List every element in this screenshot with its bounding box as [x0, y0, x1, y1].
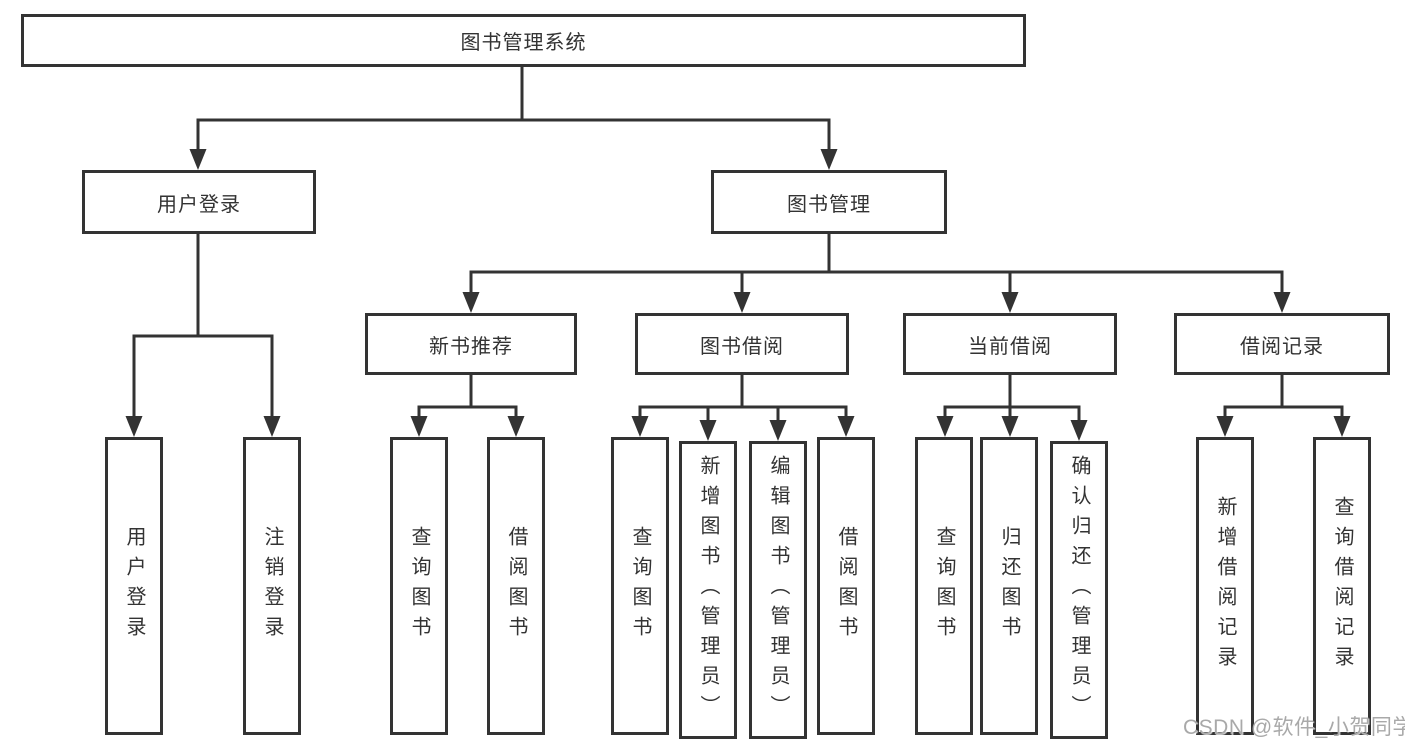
arrowhead-down-icon	[189, 149, 207, 170]
arrowhead-down-icon	[1070, 420, 1088, 441]
node-new-book-recommend: 新书推荐	[365, 313, 577, 375]
leaf-add-borrow-record: 新增借阅记录	[1196, 437, 1254, 735]
leaf-return-books-label: 归还图书	[998, 526, 1020, 646]
leaf-add-borrow-record-label: 新增借阅记录	[1214, 496, 1236, 676]
leaf-borrow-query-books: 查询图书	[611, 437, 669, 735]
csdn-watermark: CSDN @软件_小贺同学	[1183, 716, 1405, 739]
leaf-recommend-query-books-label: 查询图书	[408, 526, 430, 646]
leaf-borrow-books-label: 借阅图书	[835, 526, 857, 646]
leaf-confirm-return-admin-label: 确认归还（管理员）	[1068, 455, 1090, 725]
leaf-edit-books-admin-label: 编辑图书（管理员）	[767, 455, 789, 725]
node-book-management-label: 图书管理	[787, 193, 871, 216]
arrowhead-down-icon	[733, 292, 751, 313]
arrowhead-down-icon	[936, 416, 954, 437]
arrowhead-down-icon	[837, 416, 855, 437]
leaf-borrow-query-books-label: 查询图书	[629, 526, 651, 646]
leaf-confirm-return-admin: 确认归还（管理员）	[1050, 441, 1108, 739]
leaf-current-query-books-label: 查询图书	[933, 526, 955, 646]
leaf-user-login: 用户登录	[105, 437, 163, 735]
node-book-management: 图书管理	[711, 170, 947, 234]
arrowhead-down-icon	[820, 149, 838, 170]
leaf-logout: 注销登录	[243, 437, 301, 735]
node-user-login-label: 用户登录	[157, 193, 241, 216]
leaf-recommend-borrow-books: 借阅图书	[487, 437, 545, 735]
node-current-borrow-label: 当前借阅	[968, 335, 1052, 358]
arrowhead-down-icon	[263, 416, 281, 437]
arrowhead-down-icon	[1216, 416, 1234, 437]
arrowhead-down-icon	[1001, 292, 1019, 313]
leaf-edit-books-admin: 编辑图书（管理员）	[749, 441, 807, 739]
arrowhead-down-icon	[410, 416, 428, 437]
leaf-logout-label: 注销登录	[261, 526, 283, 646]
leaf-return-books: 归还图书	[980, 437, 1038, 735]
arrowhead-down-icon	[462, 292, 480, 313]
node-borrow-records-label: 借阅记录	[1240, 335, 1324, 358]
leaf-borrow-books: 借阅图书	[817, 437, 875, 735]
leaf-add-books-admin-label: 新增图书（管理员）	[697, 455, 719, 725]
leaf-current-query-books: 查询图书	[915, 437, 973, 735]
node-new-book-recommend-label: 新书推荐	[429, 335, 513, 358]
arrowhead-down-icon	[699, 420, 717, 441]
arrowhead-down-icon	[125, 416, 143, 437]
arrowhead-down-icon	[1001, 416, 1019, 437]
node-book-borrow: 图书借阅	[635, 313, 849, 375]
node-borrow-records: 借阅记录	[1174, 313, 1390, 375]
leaf-user-login-label: 用户登录	[123, 526, 145, 646]
arrowhead-down-icon	[1273, 292, 1291, 313]
leaf-recommend-query-books: 查询图书	[390, 437, 448, 735]
leaf-query-borrow-record-label: 查询借阅记录	[1331, 496, 1353, 676]
arrowhead-down-icon	[507, 416, 525, 437]
node-book-borrow-label: 图书借阅	[700, 335, 784, 358]
arrowhead-down-icon	[769, 420, 787, 441]
leaf-recommend-borrow-books-label: 借阅图书	[505, 526, 527, 646]
leaf-add-books-admin: 新增图书（管理员）	[679, 441, 737, 739]
leaf-query-borrow-record: 查询借阅记录	[1313, 437, 1371, 735]
node-root: 图书管理系统	[21, 14, 1026, 67]
node-user-login: 用户登录	[82, 170, 316, 234]
node-root-label: 图书管理系统	[460, 32, 587, 54]
arrowhead-down-icon	[631, 416, 649, 437]
arrowhead-down-icon	[1333, 416, 1351, 437]
node-current-borrow: 当前借阅	[903, 313, 1117, 375]
